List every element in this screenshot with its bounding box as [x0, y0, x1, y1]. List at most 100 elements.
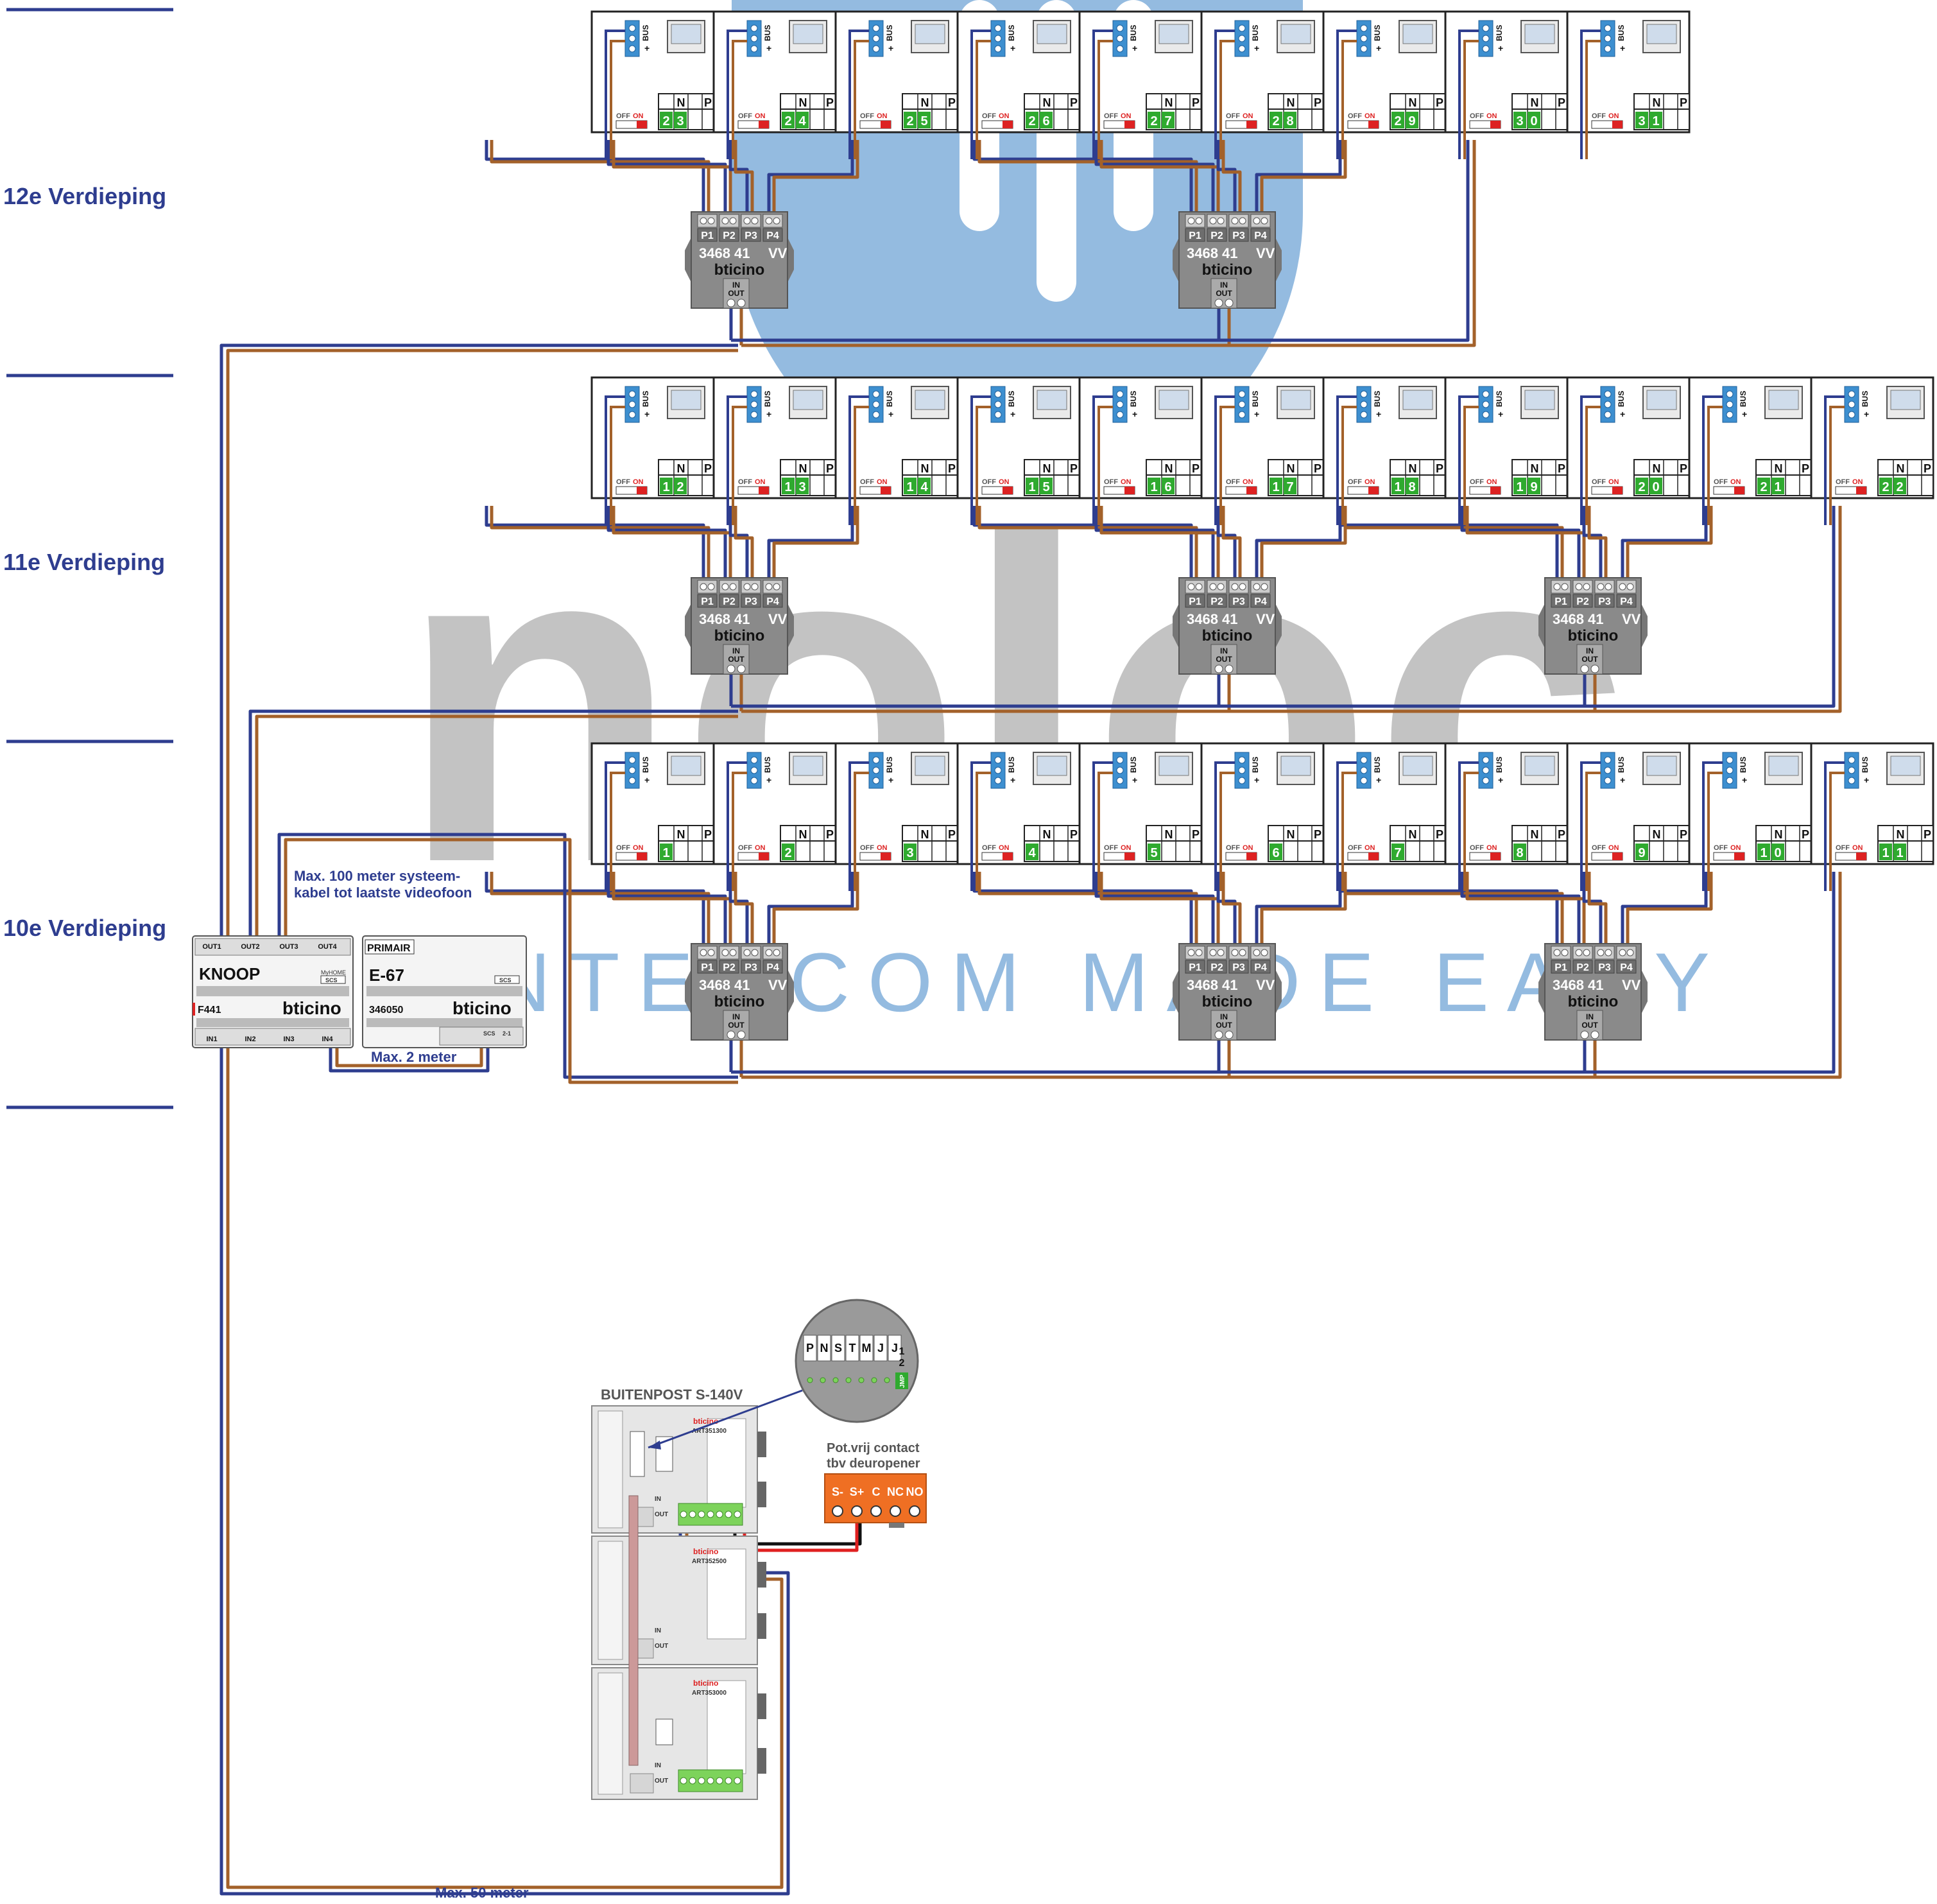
terminal-screw — [1238, 45, 1246, 53]
port-screw — [751, 583, 759, 591]
zoom-screw — [807, 1377, 813, 1383]
address-digit-bg — [1148, 844, 1160, 860]
distributor-ear-right — [1275, 603, 1282, 648]
module-panel — [707, 1418, 746, 1508]
relay-screw — [909, 1505, 920, 1517]
drop-wire-brown — [734, 872, 754, 946]
p-label: P — [1680, 828, 1687, 841]
off-label: OFF — [1348, 478, 1362, 486]
address-digit-bg — [1026, 478, 1038, 494]
address-digit-bg — [1513, 478, 1526, 494]
address-digit-bg — [1270, 478, 1282, 494]
terminal-screw — [1726, 390, 1734, 398]
unit-wire-blue — [1824, 395, 1845, 525]
port-label: P2 — [1576, 596, 1589, 607]
switch-knob — [1490, 487, 1501, 494]
unit-number-27: 7 — [1164, 114, 1171, 128]
port-screw — [1253, 217, 1261, 225]
drop-wire-blue — [607, 140, 727, 214]
module-brand: bticino — [693, 1679, 718, 1688]
io-screw — [727, 664, 736, 673]
on-label: ON — [755, 478, 766, 486]
zoom-term-box — [874, 1335, 888, 1362]
zoom-screw — [871, 1377, 877, 1383]
terminal-screw — [994, 390, 1002, 398]
drop-wire-brown — [772, 140, 859, 214]
unit-number-5: 5 — [1150, 846, 1157, 860]
on-label: ON — [1486, 478, 1497, 486]
bus-label: BUS — [1251, 391, 1260, 407]
port-screw — [1231, 583, 1239, 591]
unit-wire-brown — [610, 772, 625, 891]
unit-number-28: 8 — [1286, 114, 1293, 128]
off-label: OFF — [860, 478, 874, 486]
unit-wire-blue — [1336, 395, 1357, 525]
distributor-model: 3468 41 — [1187, 245, 1238, 261]
n-label: N — [1531, 828, 1539, 841]
wiring — [220, 140, 1842, 1896]
port-screw — [1195, 949, 1203, 956]
bus-label: BUS — [1617, 757, 1626, 773]
bus-label: BUS — [1129, 391, 1138, 407]
n-label: N — [1775, 828, 1783, 841]
plus-mark: + — [1010, 43, 1015, 53]
plus-mark: + — [766, 409, 771, 419]
in-label: IN — [732, 281, 740, 290]
port-screw — [707, 949, 715, 956]
port-screw — [707, 583, 715, 591]
unit-wire-blue — [1092, 761, 1113, 891]
on-label: ON — [1121, 844, 1132, 852]
unit-number-16: 6 — [1164, 480, 1171, 494]
drop-wire-blue — [1216, 506, 1237, 580]
unit-wire-brown — [732, 406, 747, 525]
knoop-out-label: OUT4 — [318, 943, 337, 951]
address-digit-bg — [782, 478, 795, 494]
port-label: P3 — [1598, 962, 1611, 973]
switch-knob — [881, 121, 891, 128]
terminal-screw — [1360, 777, 1368, 784]
n-label: N — [1043, 462, 1051, 475]
drop-wire-brown — [1465, 872, 1586, 946]
on-label: ON — [755, 844, 766, 852]
off-label: OFF — [1836, 478, 1850, 486]
zoom-term-number: 2 — [899, 1358, 905, 1369]
off-label: OFF — [1592, 844, 1606, 852]
port-label-box — [1551, 594, 1571, 608]
terminal-screw — [872, 45, 880, 53]
unit-wire-blue — [1580, 395, 1601, 525]
unit-number-17: 1 — [1272, 480, 1279, 494]
floor-label-12: 12e Verdieping — [3, 183, 166, 209]
plus-mark: + — [766, 43, 771, 53]
n-label: N — [1287, 462, 1295, 475]
off-label: OFF — [1226, 844, 1240, 852]
distributor-brand: bticino — [1202, 627, 1253, 645]
unit-wire-blue — [605, 761, 625, 891]
n-label: N — [921, 462, 929, 475]
plus-mark: + — [1742, 409, 1747, 419]
plus-mark: + — [1254, 43, 1259, 53]
terminal-screw — [1482, 35, 1490, 42]
port-label: P4 — [1254, 962, 1267, 973]
drop-wire-blue — [485, 140, 705, 214]
address-digit-bg — [1649, 112, 1662, 128]
distributor-body — [1544, 577, 1642, 675]
drop-wire-brown — [1626, 506, 1713, 580]
unit-number-26: 2 — [1028, 114, 1035, 128]
relay-term-label: NO — [906, 1485, 924, 1498]
unit-wire-brown — [854, 772, 869, 891]
drop-wire-blue — [1582, 872, 1603, 946]
zoom-term-box — [859, 1335, 874, 1362]
unit-number-6: 6 — [1272, 846, 1279, 860]
unit-wire-brown — [1098, 772, 1113, 891]
distributor-ear-left — [685, 603, 691, 648]
module-out: OUT — [655, 1778, 668, 1785]
port-label: P2 — [1210, 596, 1223, 607]
knoop-brand: bticino — [282, 998, 341, 1018]
port-screw — [1253, 949, 1261, 956]
